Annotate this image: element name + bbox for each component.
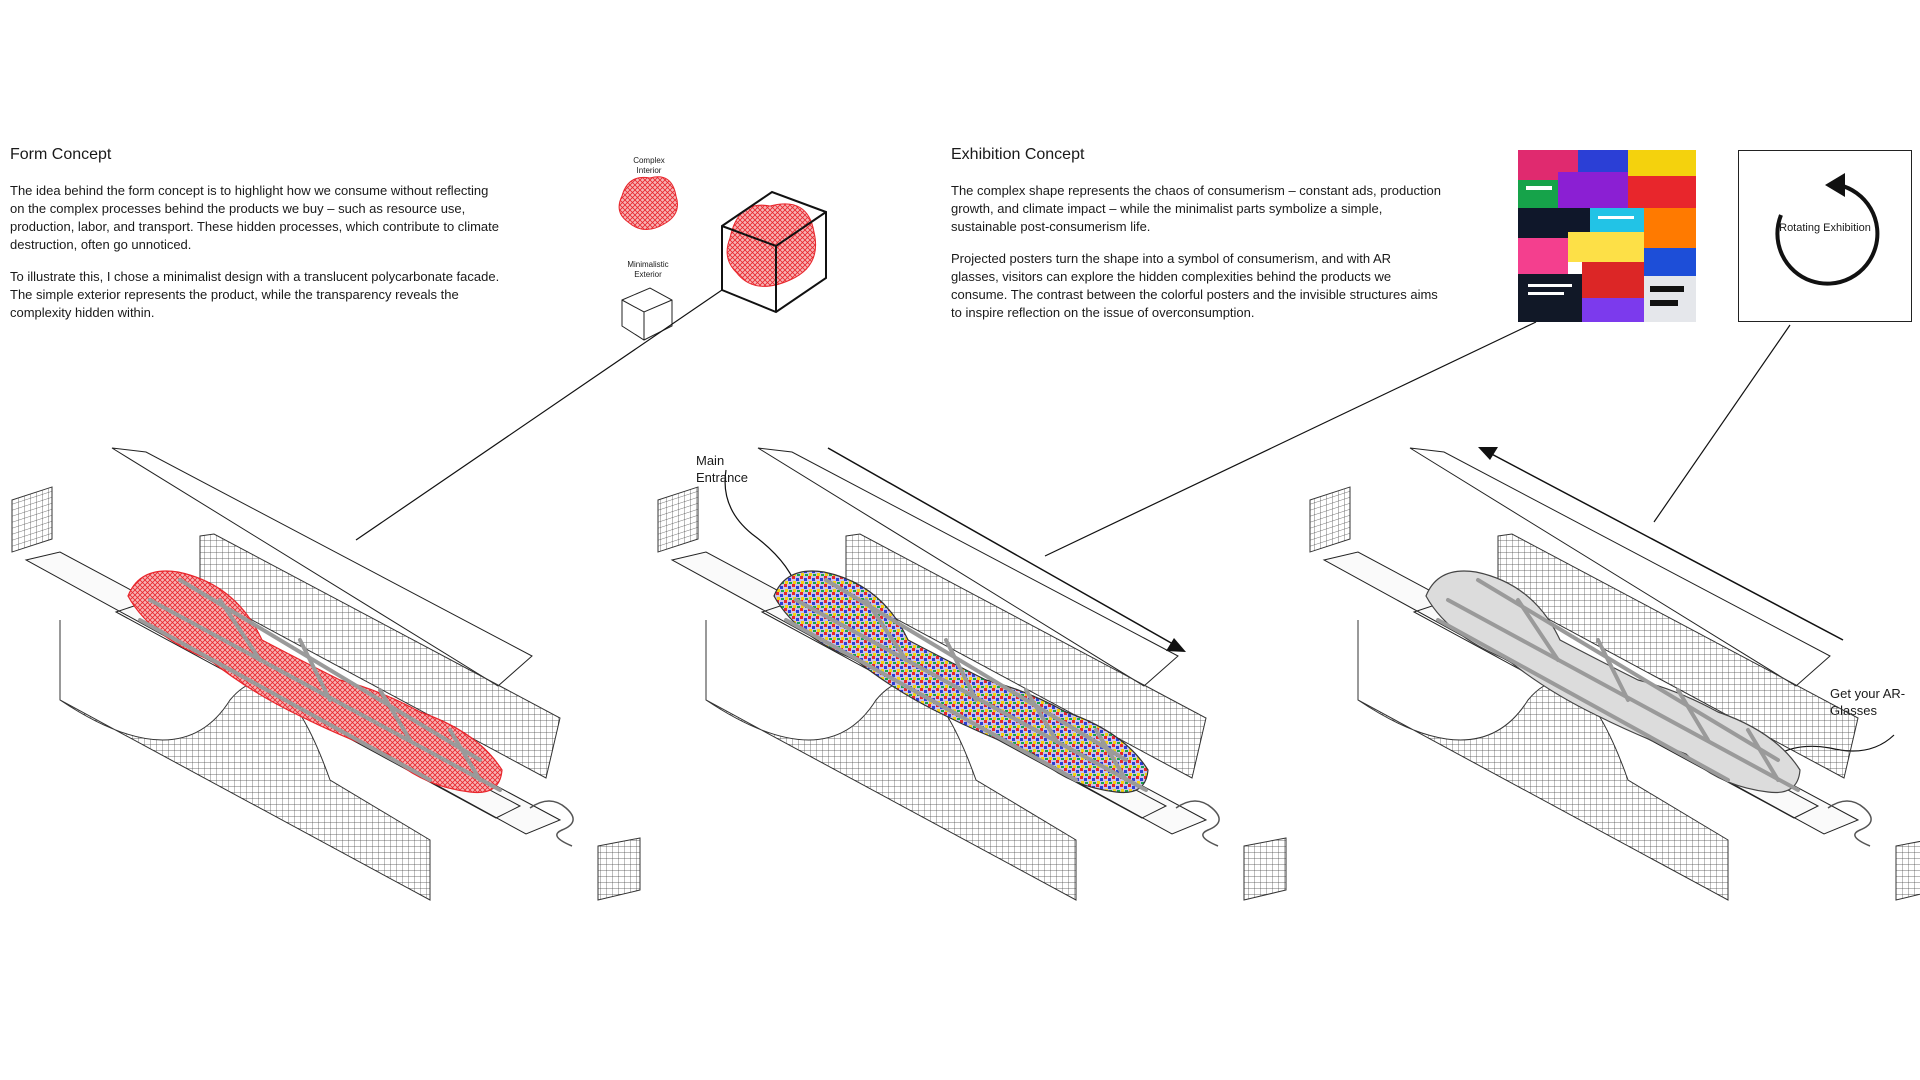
- roof-plane: [757, 447, 1179, 687]
- floor-inner-platform: [760, 603, 1168, 819]
- structural-rod: [864, 598, 908, 662]
- main-entrance-label: Main Entrance: [696, 453, 749, 485]
- structural-rod: [218, 598, 262, 662]
- form-concept-title: Form Concept: [10, 146, 112, 163]
- structural-rod: [824, 578, 1128, 762]
- exhibition-concept-paragraph-1: The complex shape represents the chaos o…: [951, 183, 1441, 234]
- get-ar-glasses-label: Get your AR-Glasses: [1830, 686, 1906, 718]
- structural-rod: [1024, 688, 1058, 742]
- exhibition-concept-panel: Exhibition Concept The complex shape rep…: [951, 146, 1441, 336]
- right-grid-frame: [1895, 840, 1920, 901]
- exhibition-concept-title: Exhibition Concept: [951, 146, 1085, 163]
- structural-rod: [298, 638, 332, 702]
- structural-rod: [1094, 728, 1128, 782]
- structural-rod: [378, 688, 412, 742]
- front-grid-wall: [1357, 620, 1729, 901]
- roof-plane: [1409, 447, 1831, 687]
- structural-rod: [138, 618, 432, 782]
- structural-rod: [1676, 688, 1710, 742]
- structural-rod: [178, 578, 482, 762]
- complex-interior-label: Complex Interior: [633, 156, 665, 175]
- structural-rod: [1746, 728, 1780, 782]
- structural-rod: [148, 598, 502, 792]
- structural-rod: [1446, 598, 1800, 792]
- structural-rod: [784, 618, 1078, 782]
- structural-rod: [944, 638, 978, 702]
- model-exhibition-concept: [657, 447, 1287, 901]
- ramp-squiggle: [529, 800, 574, 847]
- right-grid-frame: [597, 837, 641, 901]
- poster-collage: [1518, 150, 1696, 322]
- right-grid-frame: [1243, 837, 1287, 901]
- ramp-squiggle: [1175, 800, 1220, 847]
- form-concept-panel: Form Concept The idea behind the form co…: [10, 146, 500, 336]
- structural-rod: [1476, 578, 1780, 762]
- structural-rod: [1436, 618, 1730, 782]
- floor-inner-platform: [114, 603, 522, 819]
- complex-interior-blob: [618, 176, 678, 230]
- rotating-exhibition-box: Rotating Exhibition: [1738, 150, 1912, 322]
- exhibition-concept-paragraph-2: Projected posters turn the shape into a …: [951, 251, 1438, 320]
- model-form-concept: [11, 447, 641, 901]
- left-grid-frame: [657, 486, 699, 553]
- roof-plane: [111, 447, 533, 687]
- front-grid-wall: [59, 620, 431, 901]
- form-concept-paragraph-2: To illustrate this, I chose a minimalist…: [10, 269, 500, 320]
- rotate-arrow-icon: [1775, 173, 1880, 286]
- large-cube-with-interior: [721, 190, 827, 314]
- ramp-squiggle: [1827, 800, 1872, 847]
- front-grid-wall: [705, 620, 1077, 901]
- form-concept-paragraph-1: The idea behind the form concept is to h…: [10, 183, 499, 252]
- minimalistic-exterior-cube: [621, 287, 673, 341]
- structural-rod: [1516, 598, 1560, 662]
- minimalistic-exterior-label: Minimalistic Exterior: [627, 260, 669, 279]
- structural-rod: [1596, 638, 1630, 702]
- structural-rod: [794, 598, 1148, 792]
- model-rotating-exhibition: [1309, 447, 1920, 901]
- rotating-exhibition-label: Rotating Exhibition: [1779, 222, 1871, 234]
- left-grid-frame: [1309, 486, 1351, 553]
- left-grid-frame: [11, 486, 53, 553]
- floor-inner-platform: [1412, 603, 1820, 819]
- structural-rod: [448, 728, 482, 782]
